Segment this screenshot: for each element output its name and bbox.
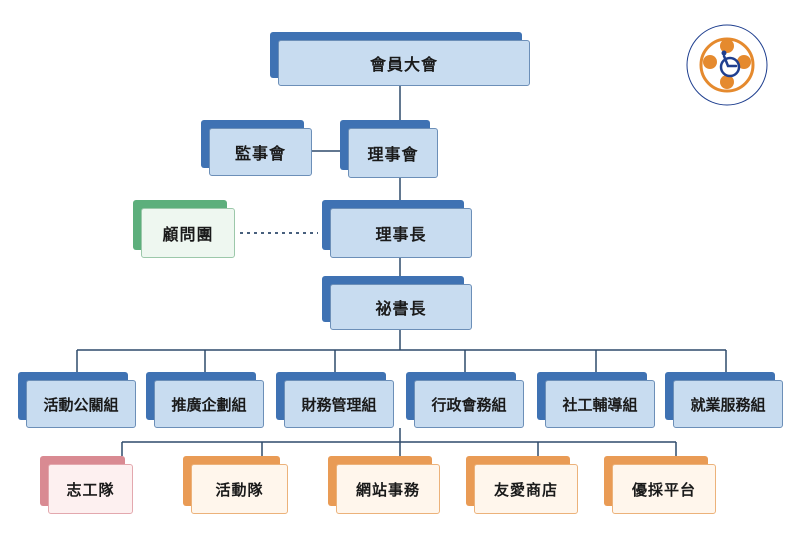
node-secretary-general-label: 祕書長	[330, 284, 472, 330]
group-node: 就業服務組	[665, 372, 783, 428]
group-label: 活動公關組	[26, 380, 136, 428]
group-label: 行政會務組	[414, 380, 524, 428]
node-chairman-label: 理事長	[330, 208, 472, 258]
unit-node: 活動隊	[183, 456, 288, 514]
unit-label: 活動隊	[191, 464, 288, 514]
group-label: 社工輔導組	[545, 380, 655, 428]
group-label: 財務管理組	[284, 380, 394, 428]
group-node: 財務管理組	[276, 372, 394, 428]
unit-node: 志工隊	[40, 456, 133, 514]
unit-label: 優採平台	[612, 464, 716, 514]
node-advisors-label: 顧問團	[141, 208, 235, 258]
unit-node: 友愛商店	[466, 456, 578, 514]
node-chairman: 理事長	[322, 200, 472, 258]
node-board: 理事會	[340, 120, 438, 178]
group-node: 社工輔導組	[537, 372, 655, 428]
unit-node: 優採平台	[604, 456, 716, 514]
unit-label: 志工隊	[48, 464, 133, 514]
unit-label: 網站事務	[336, 464, 440, 514]
node-general-assembly: 會員大會	[270, 32, 530, 86]
node-supervisors: 監事會	[201, 120, 312, 176]
organization-logo	[686, 24, 768, 106]
group-label: 推廣企劃組	[154, 380, 264, 428]
group-node: 推廣企劃組	[146, 372, 264, 428]
group-node: 活動公關組	[18, 372, 136, 428]
node-general-assembly-label: 會員大會	[278, 40, 530, 86]
unit-node: 網站事務	[328, 456, 440, 514]
unit-label: 友愛商店	[474, 464, 578, 514]
node-secretary-general: 祕書長	[322, 276, 472, 330]
node-board-label: 理事會	[348, 128, 438, 178]
group-label: 就業服務組	[673, 380, 783, 428]
group-node: 行政會務組	[406, 372, 524, 428]
node-advisors: 顧問團	[133, 200, 235, 258]
node-supervisors-label: 監事會	[209, 128, 312, 176]
